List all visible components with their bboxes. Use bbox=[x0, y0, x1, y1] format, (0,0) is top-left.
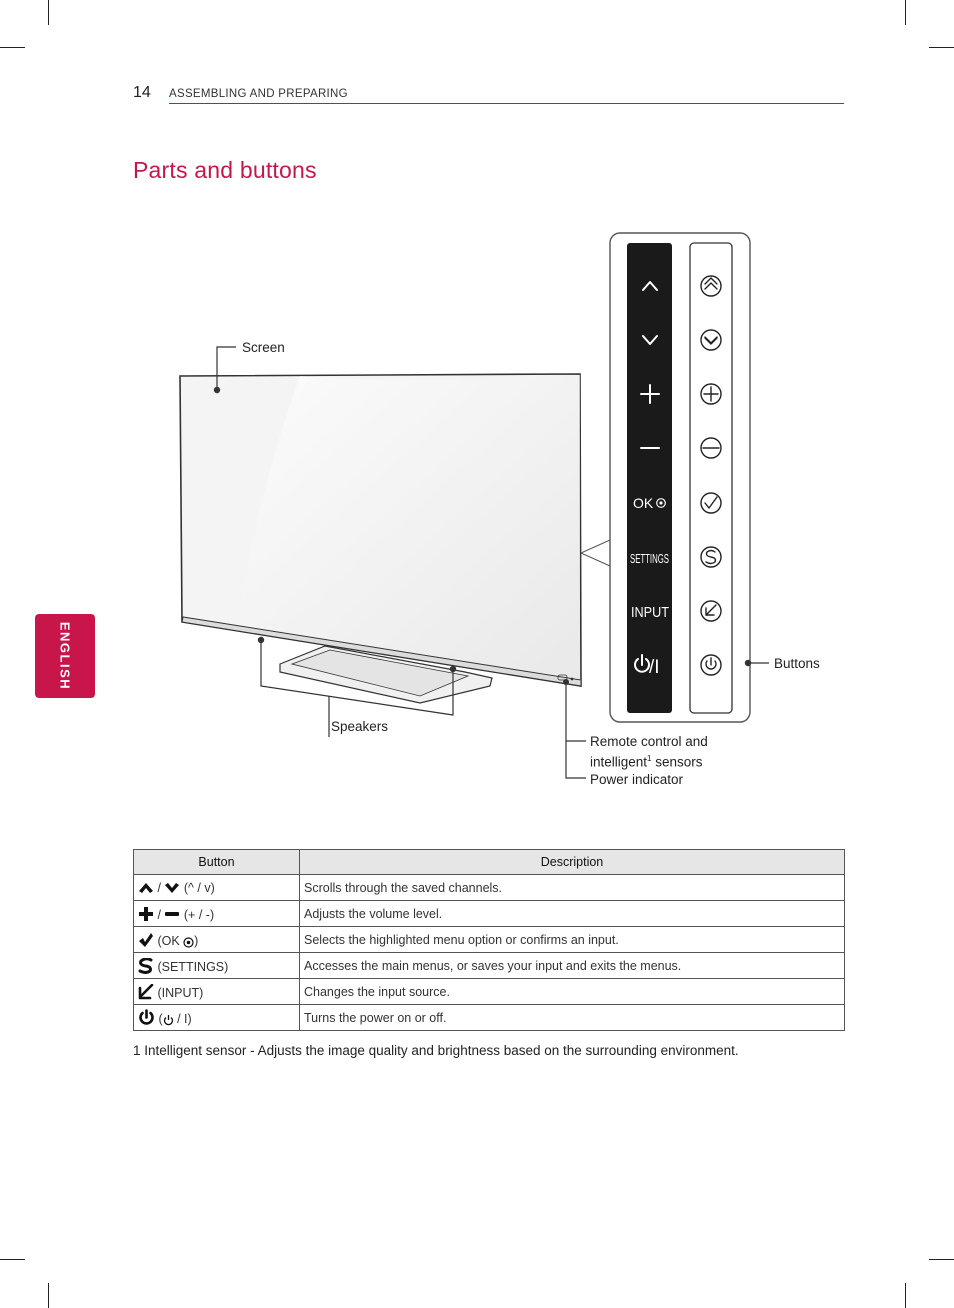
table-row: (OK ) Selects the highlighted menu optio… bbox=[133, 926, 845, 953]
label-power-indicator: Power indicator bbox=[590, 772, 684, 787]
label-speakers: Speakers bbox=[331, 719, 389, 734]
table-row: / (^ / v) Scrolls through the saved chan… bbox=[133, 874, 845, 901]
table-cell-description: Adjusts the volume level. bbox=[299, 900, 845, 927]
table-header-description: Description bbox=[299, 849, 845, 875]
label-screen: Screen bbox=[242, 340, 285, 355]
back-plus-icon bbox=[700, 383, 722, 405]
back-input-icon bbox=[700, 600, 722, 622]
table-cell-description: Turns the power on or off. bbox=[299, 1004, 845, 1031]
speakers-leader bbox=[260, 640, 454, 737]
table-cell-description: Changes the input source. bbox=[299, 978, 845, 1005]
settings-s-icon bbox=[138, 957, 153, 974]
panel-input-text: INPUT bbox=[631, 604, 669, 621]
back-ok-icon bbox=[700, 492, 722, 514]
page-number: 14 bbox=[133, 84, 151, 101]
crop-mark bbox=[905, 1283, 906, 1308]
table-row: / (+ / -) Adjusts the volume level. bbox=[133, 900, 845, 927]
panel-power-icon bbox=[634, 654, 650, 673]
crop-mark bbox=[905, 0, 906, 25]
crop-mark bbox=[48, 1283, 49, 1308]
volume-minus-icon bbox=[165, 911, 180, 916]
language-tab: ENGLISH bbox=[35, 614, 95, 698]
crop-mark bbox=[0, 47, 25, 48]
header-rule bbox=[169, 103, 844, 104]
table-header-button: Button bbox=[133, 849, 300, 875]
front-panel bbox=[627, 243, 672, 713]
tv-parts-diagram: OK SETTINGS INPUT /I bbox=[179, 232, 769, 779]
back-power-icon bbox=[700, 654, 722, 676]
table-header-row: Button Description bbox=[133, 849, 845, 875]
page-header: 14 ASSEMBLING AND PREPARING bbox=[133, 84, 844, 105]
panel-settings-text: SETTINGS bbox=[630, 551, 669, 566]
table-cell-button: / (^ / v) bbox=[133, 874, 300, 901]
table-cell-button: (INPUT) bbox=[133, 978, 300, 1005]
label-buttons: Buttons bbox=[774, 656, 820, 671]
panel-ok-text: OK bbox=[633, 495, 654, 511]
page-title: Parts and buttons bbox=[133, 157, 317, 183]
volume-plus-icon bbox=[139, 906, 153, 921]
crop-mark bbox=[929, 1259, 954, 1260]
table-cell-description: Accesses the main menus, or saves your i… bbox=[299, 952, 845, 979]
table-cell-button: (SETTINGS) bbox=[133, 952, 300, 979]
footnote: 1 Intelligent sensor - Adjusts the image… bbox=[133, 1043, 739, 1058]
table-cell-button: / (+ / -) bbox=[133, 900, 300, 927]
ok-target-icon bbox=[183, 936, 194, 948]
table-cell-button: (OK ) bbox=[133, 926, 300, 953]
table-cell-button: ( / I) bbox=[133, 1004, 300, 1031]
table-cell-description: Selects the highlighted menu option or c… bbox=[299, 926, 845, 953]
panel-up-icon bbox=[642, 281, 658, 291]
channel-down-icon bbox=[165, 882, 180, 893]
crop-mark bbox=[48, 0, 49, 25]
back-settings-icon bbox=[700, 546, 722, 568]
ok-check-icon bbox=[139, 932, 153, 947]
sensor-leader bbox=[565, 682, 586, 779]
crop-mark bbox=[0, 1259, 25, 1260]
back-panel bbox=[689, 242, 733, 714]
table-cell-description: Scrolls through the saved channels. bbox=[299, 874, 845, 901]
screen-leader bbox=[216, 346, 236, 390]
back-down-icon bbox=[700, 329, 722, 351]
crop-mark bbox=[929, 47, 954, 48]
section-name: ASSEMBLING AND PREPARING bbox=[169, 88, 348, 100]
input-arrow-icon bbox=[138, 983, 154, 999]
back-minus-icon bbox=[700, 437, 722, 459]
channel-up-icon bbox=[139, 882, 153, 893]
power-button-icon bbox=[139, 1009, 154, 1025]
svg-text:/I: /I bbox=[649, 657, 660, 678]
label-sensors-line1: Remote control and bbox=[590, 734, 708, 749]
panel-down-icon bbox=[642, 335, 658, 345]
buttons-table: Button Description / (^ / v) Scrolls thr… bbox=[133, 849, 845, 1031]
table-row: ( / I) Turns the power on or off. bbox=[133, 1004, 845, 1031]
label-sensors: Remote control and intelligent1 sensors bbox=[590, 733, 708, 771]
table-row: (SETTINGS) Accesses the main menus, or s… bbox=[133, 952, 845, 979]
tv-illustration bbox=[179, 373, 582, 704]
back-up-icon bbox=[700, 275, 722, 297]
label-sensors-line2: intelligent1 sensors bbox=[590, 754, 703, 770]
table-row: (INPUT) Changes the input source. bbox=[133, 978, 845, 1005]
power-symbol-icon bbox=[163, 1015, 173, 1026]
